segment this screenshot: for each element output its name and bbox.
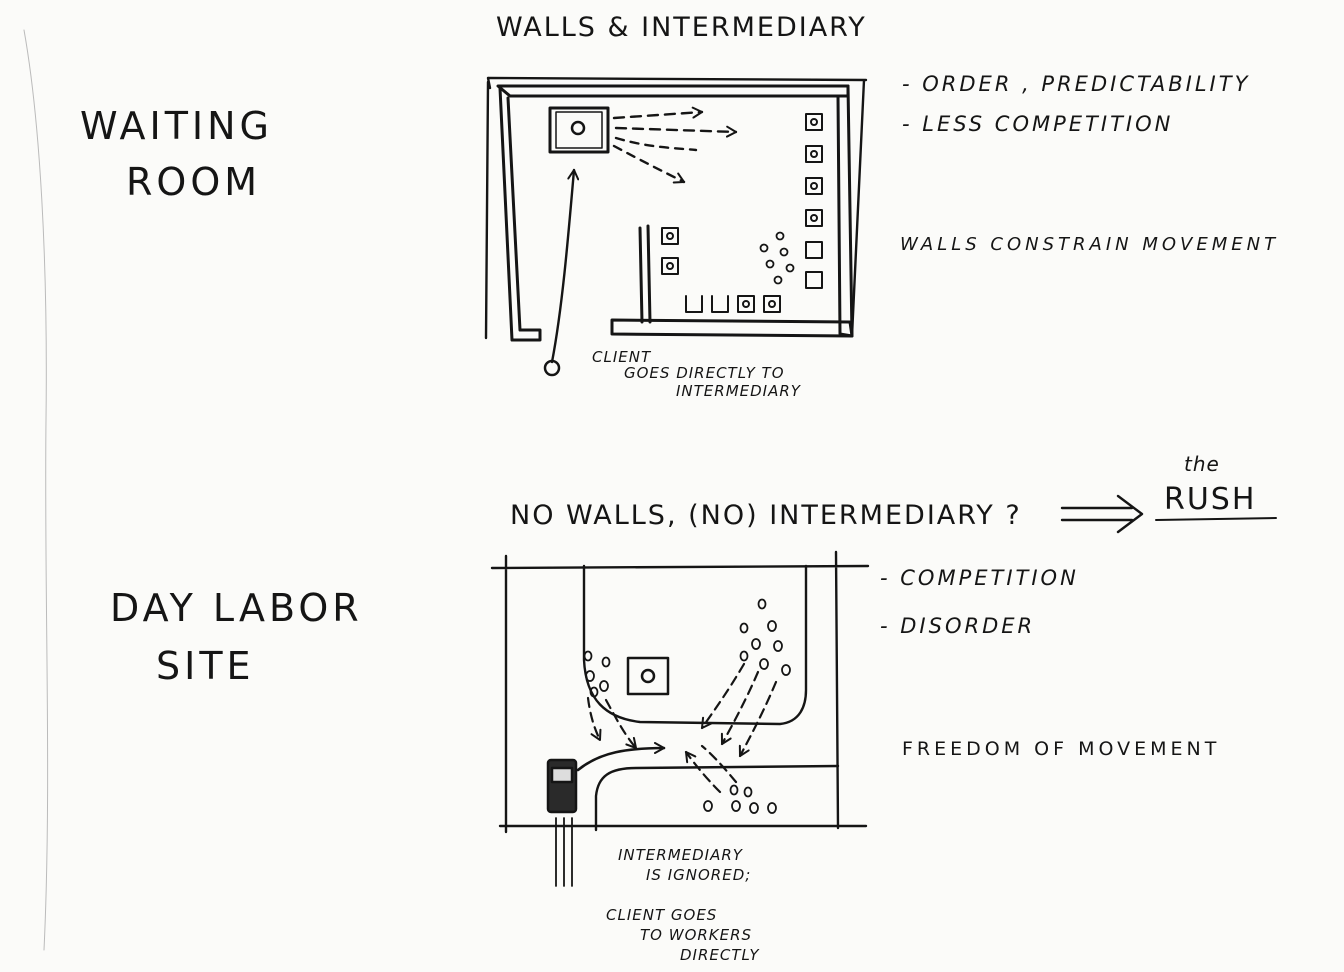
rush-arrow [1060,494,1277,534]
waiting-room-partition [638,224,652,324]
waiting-people [759,231,795,285]
site-street [594,764,840,832]
intermediary-desk [548,106,610,154]
freedom-of-movement-note: FREEDOM OF MOVEMENT [902,738,1221,760]
day-labor-caption-line5: DIRECTLY [680,946,760,964]
waiting-room-title-line1: WAITING [80,104,273,148]
service-arrow [614,136,698,152]
waiting-room-wall-bottom [610,318,854,338]
day-labor-caption-line2: IS IGNORED; [646,866,752,884]
site-workers-bottom [703,784,777,814]
day-labor-caption-line4: TO WORKERS [640,926,753,944]
day-labor-title-line1: DAY LABOR [110,586,363,630]
waiting-room-caption-line3: INTERMEDIARY [676,382,801,400]
client-truck [546,758,578,887]
service-arrow [614,125,738,138]
day-labor-heading: NO WALLS, (NO) INTERMEDIARY ? [510,500,1022,531]
day-labor-caption-line1: INTERMEDIARY [618,846,743,864]
rush-dashed-arrows [586,662,778,794]
waiting-room-title-line2: ROOM [126,160,262,204]
day-labor-caption-line3: CLIENT GOES [606,906,718,924]
site-outer-frame [490,550,870,834]
waiting-room-wall-right [836,84,854,338]
walls-constrain-note: WALLS CONSTRAIN MOVEMENT [900,234,1280,255]
site-workers-left [583,650,611,698]
chairs-right [805,113,823,289]
waiting-room-heading: WALLS & INTERMEDIARY [496,12,867,43]
day-labor-plan [490,550,870,887]
margin-line [23,29,49,951]
day-labor-title-line2: SITE [156,644,255,688]
waiting-room-outer-wall [484,76,868,340]
waiting-room-caption-line2: GOES DIRECTLY TO [624,364,785,382]
service-arrow [612,106,704,120]
site-intermediary-desk [626,656,670,696]
client-figure [543,359,561,377]
client-direct-arrow [576,742,666,772]
rush-label: RUSH [1164,482,1257,517]
day-labor-note-disorder: - DISORDER [880,614,1036,638]
waiting-room-caption-line1: CLIENT [592,348,652,366]
site-workers-group [739,598,791,676]
waiting-room-note-competition: - LESS COMPETITION [902,112,1174,136]
rush-prefix: the [1184,452,1220,476]
day-labor-note-competition: - COMPETITION [880,566,1079,590]
site-curb [582,564,808,726]
waiting-room-plan [484,76,868,377]
waiting-room-note-order: - ORDER , PREDICTABILITY [902,72,1251,96]
service-arrow [612,144,686,184]
waiting-room-wall-left [498,86,542,342]
waiting-room-wall-top [496,84,850,98]
client-path-arrow [550,168,580,364]
chairs-partition [661,227,679,275]
chairs-bottom [685,295,781,313]
